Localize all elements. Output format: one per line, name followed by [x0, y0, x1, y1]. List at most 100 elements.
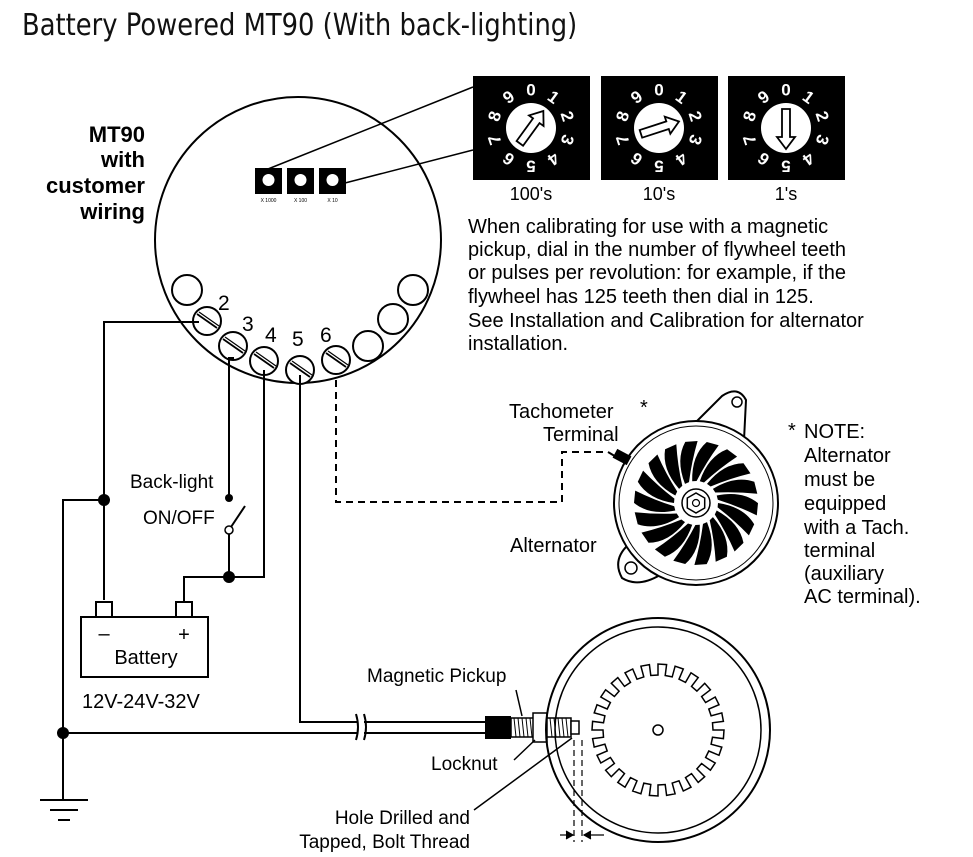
calibration-line-3: or pulses per revolution: for example, i…: [468, 262, 846, 284]
alternator-inner-ring: [618, 425, 774, 581]
dial-label-1s: 1's: [775, 184, 797, 204]
mini-dial-10-knob: [326, 174, 339, 186]
switch-blade: [228, 505, 246, 531]
fan-blade: [634, 490, 676, 513]
note-line-6: terminal: [804, 540, 875, 562]
magnetic-pickup: [485, 712, 580, 743]
mini-dial-label-10: X 10: [327, 198, 338, 204]
battery-body: [80, 616, 209, 678]
pickup-cable-boot: [485, 716, 511, 739]
wire-terminal-5: [299, 375, 358, 723]
terminal-number-5: 5: [292, 328, 304, 351]
battery-negative-post: [95, 601, 113, 618]
wire-battery-positive: [183, 576, 229, 605]
fan-blade: [699, 449, 738, 483]
flywheel-hub: [652, 724, 664, 736]
calibration-line-2: pickup, dial in the number of flywheel t…: [468, 239, 846, 261]
unit-label-line-2: with: [100, 147, 145, 172]
note-line-2: Alternator: [804, 445, 891, 467]
fan-blade: [680, 441, 698, 484]
battery: – + Battery 12V-24V-32V: [80, 601, 209, 713]
alternator-shaft: [691, 498, 701, 508]
calibration-line-1: When calibrating for use with a magnetic: [468, 216, 828, 238]
note-line-3: must be: [804, 469, 875, 491]
hole-label-line-1: Hole Drilled and: [335, 808, 470, 829]
dial-digit: 0: [526, 81, 535, 100]
screw-terminal-5: [285, 355, 315, 385]
fan-blade: [641, 519, 685, 543]
terminal-number-4: 4: [265, 324, 277, 347]
mini-dial-label-100: X 100: [294, 198, 307, 204]
ground-icon: [40, 799, 88, 821]
wire-terminal-6-tach: [335, 380, 619, 503]
screw-terminal-6: [321, 345, 351, 375]
fan-blade: [637, 470, 675, 503]
alternator-bottom-ear-hole: [624, 561, 638, 575]
terminal-number-6: 6: [320, 324, 332, 347]
flywheel-ring-gear: [591, 663, 725, 797]
hole-depth-marks: [560, 740, 604, 842]
dial-label-100s: 100's: [510, 184, 552, 204]
wire-terminal-2: [103, 321, 199, 600]
screw-terminals: [192, 306, 351, 385]
note-line-1: NOTE:: [804, 421, 865, 443]
dial-10s-arrow-icon: [638, 115, 681, 139]
dial-digit: 5: [654, 157, 663, 176]
terminal-number-2: 2: [218, 292, 230, 315]
pickup-tip: [570, 720, 580, 735]
locknut-label: Locknut: [431, 754, 498, 775]
battery-voltage: 12V-24V-32V: [82, 691, 201, 713]
tach-terminal-post: [612, 448, 632, 466]
calibration-instructions: When calibrating for use with a magnetic…: [468, 216, 864, 355]
unit-label-line-4: wiring: [79, 199, 145, 224]
mini-dial-100-knob: [294, 174, 307, 186]
calibration-line-4: flywheel has 125 teeth then dial in 125.: [468, 286, 814, 308]
tach-label-line-1: Tachometer: [509, 401, 614, 423]
fan-blade: [714, 510, 744, 552]
dial-digit: 5: [781, 157, 790, 176]
fan-blade: [692, 442, 719, 482]
alternator-label: Alternator: [510, 535, 597, 557]
note-asterisk: *: [788, 420, 796, 442]
unit-label-line-1: MT90: [89, 122, 145, 147]
note-line-4: equipped: [804, 493, 886, 515]
screw-terminal-4: [249, 346, 279, 376]
note-line-7: (auxiliary: [804, 563, 884, 585]
mini-dial-1000-knob: [262, 174, 275, 186]
fan-blade: [634, 512, 680, 527]
battery-label: Battery: [114, 647, 177, 669]
dial-leader-line-upper: [267, 86, 474, 170]
dial-100s-arrow-icon: [515, 109, 545, 147]
alternator: [612, 390, 779, 586]
fan-blade: [694, 522, 712, 565]
fan-blade: [712, 479, 758, 494]
battery-plus-sign: +: [178, 624, 190, 646]
switch-label-line-1: Back-light: [130, 472, 214, 493]
alternator-top-ear-hole: [731, 396, 743, 408]
alternator-fan-blades: [634, 441, 758, 565]
unused-terminal-holes: [171, 274, 429, 362]
calibration-line-6: installation.: [468, 333, 568, 355]
pickup-label: Magnetic Pickup: [367, 666, 506, 687]
switch-contact-top: [225, 494, 233, 502]
flywheel: [545, 617, 771, 843]
mini-dial-label-1000: X 1000: [261, 198, 277, 204]
wire-ground-bus: [62, 499, 104, 800]
tach-label-line-2: Terminal: [543, 424, 619, 446]
calibration-line-5: See Installation and Calibration for alt…: [468, 310, 864, 332]
locknut-leader: [513, 739, 536, 761]
junction-dots: [57, 494, 235, 739]
dial-label-10s: 10's: [643, 184, 675, 204]
fan-blade: [673, 524, 700, 564]
note-line-8: AC terminal).: [804, 586, 921, 608]
pickup-leader: [515, 689, 523, 717]
alternator-note: * NOTE: Alternator must be equipped with…: [788, 420, 921, 608]
battery-positive-post: [175, 601, 193, 618]
fan-blade: [648, 454, 678, 496]
dial-digit: 0: [654, 81, 663, 100]
cable-break-marks: [355, 713, 367, 741]
switch-contact-bottom: [224, 525, 234, 535]
